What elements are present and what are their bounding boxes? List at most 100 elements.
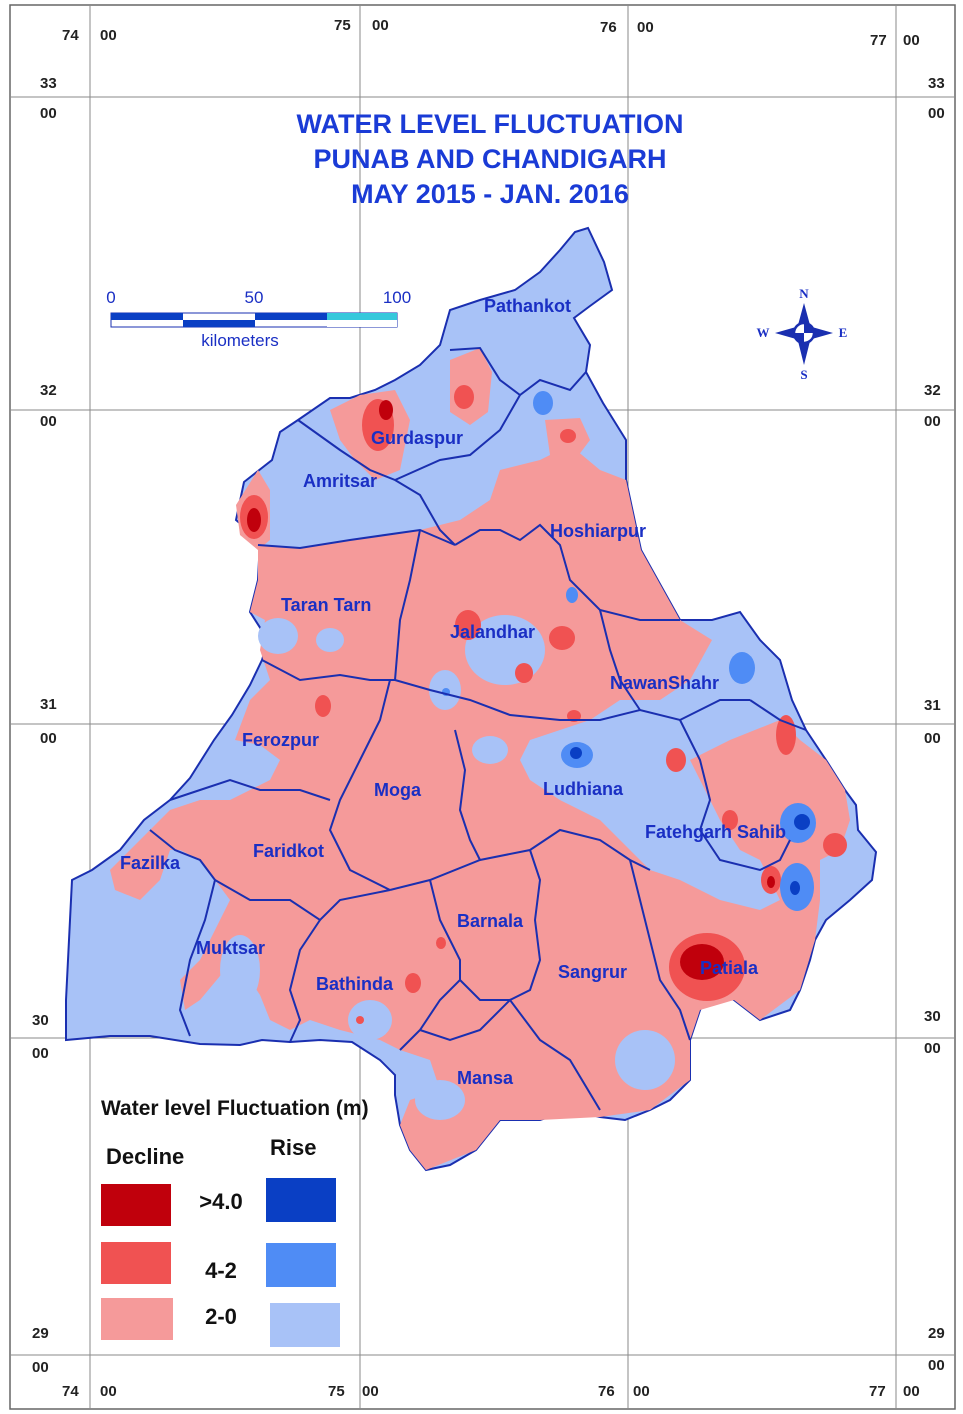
lat-30-deg-right: 30 <box>924 1008 941 1025</box>
boundary-jalandhar-ludhiana <box>394 679 750 722</box>
lat-labels-left: 33 00 32 00 31 00 30 00 29 00 <box>32 75 57 1376</box>
lat-33-min-right: 00 <box>928 105 945 122</box>
label-ludhiana: Ludhiana <box>543 779 624 799</box>
boundary-moga-ludhiana <box>454 729 481 861</box>
decline-gt4-fatehgarh <box>767 876 775 888</box>
lon-77-deg: 77 <box>870 32 887 49</box>
rise-42-hoshiarpur <box>566 587 578 603</box>
decline-zone-patiala-east <box>760 960 800 1000</box>
lon-74-deg-bottom: 74 <box>62 1383 79 1400</box>
compass-e: E <box>839 325 848 340</box>
lat-32-min: 00 <box>40 413 57 430</box>
boundary-faridkot-muktsar <box>214 879 391 922</box>
label-taran-tarn: Taran Tarn <box>281 595 371 615</box>
label-pathankot: Pathankot <box>484 296 571 316</box>
compass-quadrant-sw <box>794 333 804 343</box>
label-gurdaspur: Gurdaspur <box>371 428 463 448</box>
label-faridkot: Faridkot <box>253 841 324 861</box>
decline-42-jalandhar <box>455 610 481 640</box>
lon-74-deg: 74 <box>62 27 79 44</box>
boundary-nawanshahr <box>599 609 641 711</box>
lon-labels-top: 74 00 75 00 76 00 77 00 <box>62 17 920 49</box>
boundary-ferozpur-moga <box>328 679 391 891</box>
lat-29-deg: 29 <box>32 1325 49 1342</box>
scale-tick-100: 100 <box>383 288 411 307</box>
lon-77-min: 00 <box>903 32 920 49</box>
lon-76-deg: 76 <box>600 19 617 36</box>
lat-31-min-right: 00 <box>924 730 941 747</box>
boundary-barnala-sangrur <box>459 849 542 1001</box>
compass-arrow-e <box>812 327 833 339</box>
legend-decline-gt4-swatch <box>101 1184 171 1226</box>
decline-42-jalandhar-2 <box>549 626 575 650</box>
district-boundaries <box>149 346 807 1111</box>
boundary-amritsar-tarn <box>257 528 456 550</box>
decline-42-jalandhar-3 <box>515 663 533 683</box>
label-moga: Moga <box>374 780 422 800</box>
scale-unit: kilometers <box>201 331 278 350</box>
lon-74-min-bottom: 00 <box>100 1383 117 1400</box>
title-line-2: PUNAB AND CHANDIGARH <box>314 144 667 174</box>
label-bathinda: Bathinda <box>316 974 394 994</box>
lat-32-deg-right: 32 <box>924 382 941 399</box>
lon-74-min: 00 <box>100 27 117 44</box>
rise-gt4-patiala-north <box>790 881 800 895</box>
lat-32-deg: 32 <box>40 382 57 399</box>
lon-77-deg-bottom: 77 <box>869 1383 886 1400</box>
rise-patch-bathinda <box>348 1000 392 1040</box>
lon-75-deg-bottom: 75 <box>328 1383 345 1400</box>
rise-patch-muktsar <box>220 935 260 1005</box>
label-sangrur: Sangrur <box>558 962 627 982</box>
legend-rise-heading: Rise <box>270 1135 316 1160</box>
legend-class-gt4: >4.0 <box>199 1189 242 1214</box>
label-amritsar: Amritsar <box>303 471 377 491</box>
lat-31-deg-right: 31 <box>924 697 941 714</box>
rise-patch-mansa <box>415 1080 465 1120</box>
title-line-1: WATER LEVEL FLUCTUATION <box>297 109 684 139</box>
punjab-map <box>65 226 878 1172</box>
scale-seg-4b <box>327 320 397 327</box>
rise-patch-taran-2 <box>316 628 344 652</box>
boundary-moga-barnala <box>389 828 651 891</box>
label-fazilka: Fazilka <box>120 853 181 873</box>
lat-31-min: 00 <box>40 730 57 747</box>
lon-75-min-bottom: 00 <box>362 1383 379 1400</box>
north-arrow: N S E W <box>757 286 848 382</box>
label-barnala: Barnala <box>457 911 524 931</box>
decline-42-bathinda <box>405 973 421 993</box>
lat-29-deg-right: 29 <box>928 1325 945 1342</box>
label-mansa: Mansa <box>457 1068 514 1088</box>
lon-75-deg: 75 <box>334 17 351 34</box>
boundary-tarn-ferozpur <box>261 659 395 682</box>
boundary-hoshiarpur-jalandhar <box>454 523 680 621</box>
boundary-tarn-jalandhar <box>394 529 421 681</box>
decline-42-ludhiana <box>666 748 686 772</box>
legend-rise-gt4-swatch <box>266 1178 336 1222</box>
lon-77-min-bottom: 00 <box>903 1383 920 1400</box>
rise-42-pathankot <box>533 391 553 415</box>
lat-32-min-right: 00 <box>924 413 941 430</box>
legend-decline-heading: Decline <box>106 1144 184 1169</box>
label-nawanshahr: NawanShahr <box>610 673 719 693</box>
scale-tick-0: 0 <box>106 288 115 307</box>
decline-zone-gurdaspur <box>450 348 492 425</box>
rise-gt4-fatehgarh <box>794 814 810 830</box>
lat-33-min: 00 <box>40 105 57 122</box>
decline-42-barnala <box>436 937 446 949</box>
decline-zone-fazilka <box>110 830 170 900</box>
rise-patch-taran-1 <box>258 618 298 654</box>
scale-seg-2b <box>183 320 255 327</box>
legend: Water level Fluctuation (m) Decline Rise… <box>101 1097 369 1347</box>
boundary-muktsar-bathinda <box>288 919 321 1043</box>
rise-patch-ludhiana <box>472 736 508 764</box>
scale-tick-50: 50 <box>245 288 264 307</box>
map-title: WATER LEVEL FLUCTUATION PUNAB AND CHANDI… <box>297 109 684 209</box>
boundary-mansa <box>419 998 601 1111</box>
scale-bar: 0 50 100 kilometers <box>106 288 411 350</box>
title-line-3: MAY 2015 - JAN. 2016 <box>351 179 629 209</box>
district-labels: Pathankot Gurdaspur Amritsar Hoshiarpur … <box>120 296 786 1088</box>
lon-76-min: 00 <box>637 19 654 36</box>
lat-31-deg: 31 <box>40 696 57 713</box>
compass-arrow-w <box>775 327 796 339</box>
compass-s: S <box>800 367 807 382</box>
